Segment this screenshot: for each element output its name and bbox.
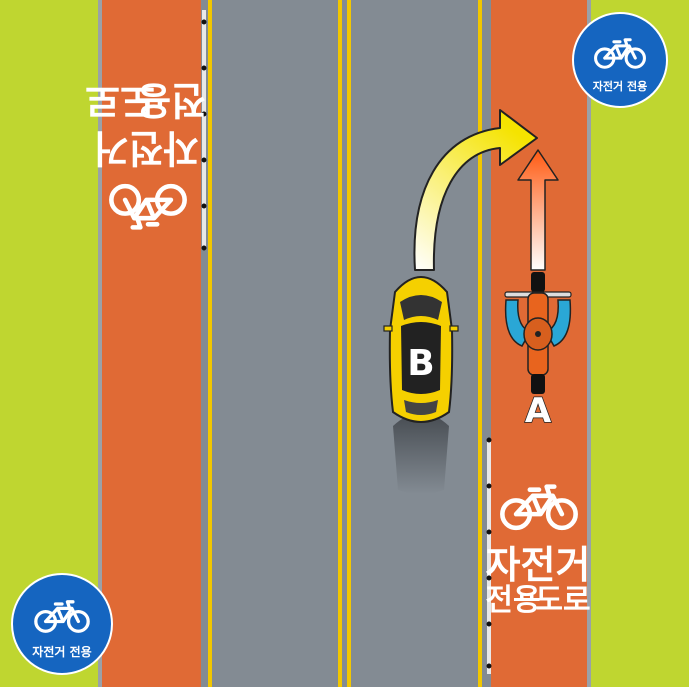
- cyclist-a: A: [504, 272, 572, 432]
- sign-label: 자전거 전용: [32, 644, 91, 659]
- center-line-2: [347, 0, 351, 687]
- cyclist-label: A: [525, 391, 552, 431]
- road-edge-line-right: [478, 0, 482, 687]
- bollard-separator-left: [201, 10, 207, 251]
- car-shadow: [393, 413, 449, 494]
- center-line-1: [338, 0, 342, 687]
- lane-marking-right-line1: 자전거: [486, 543, 591, 587]
- bollard-separator-right: [486, 437, 492, 674]
- lane-marking-right-line2: 전용: [485, 583, 540, 618]
- bike-lane-left: [98, 0, 201, 687]
- lane-marking-left-line1: 자전거: [94, 126, 199, 170]
- lane-marking-left-line2: 전용: [136, 78, 206, 122]
- car-b: B: [383, 276, 459, 423]
- lane-edge-right: [587, 0, 591, 687]
- lane-marking-left: 자전거 전용 도로: [85, 78, 206, 227]
- lane-marking-right: 자전거 전용 도로: [485, 487, 591, 618]
- road-edge-line-left: [208, 0, 212, 687]
- car-label: B: [407, 343, 434, 384]
- grass-right: [591, 0, 689, 687]
- curved-arrow-icon: [413, 109, 538, 271]
- bike-sign-top-right: 자전거 전용: [572, 12, 668, 108]
- lane-edge-left: [98, 0, 102, 687]
- lane-marking-left-line3: 도로: [85, 78, 155, 122]
- bike-sign-bottom-left: 자전거 전용: [11, 573, 113, 675]
- grass-left: [0, 0, 98, 687]
- sign-label: 자전거 전용: [593, 79, 647, 93]
- lane-marking-right-line3: 도로: [535, 583, 590, 618]
- straight-arrow-icon: [517, 149, 559, 271]
